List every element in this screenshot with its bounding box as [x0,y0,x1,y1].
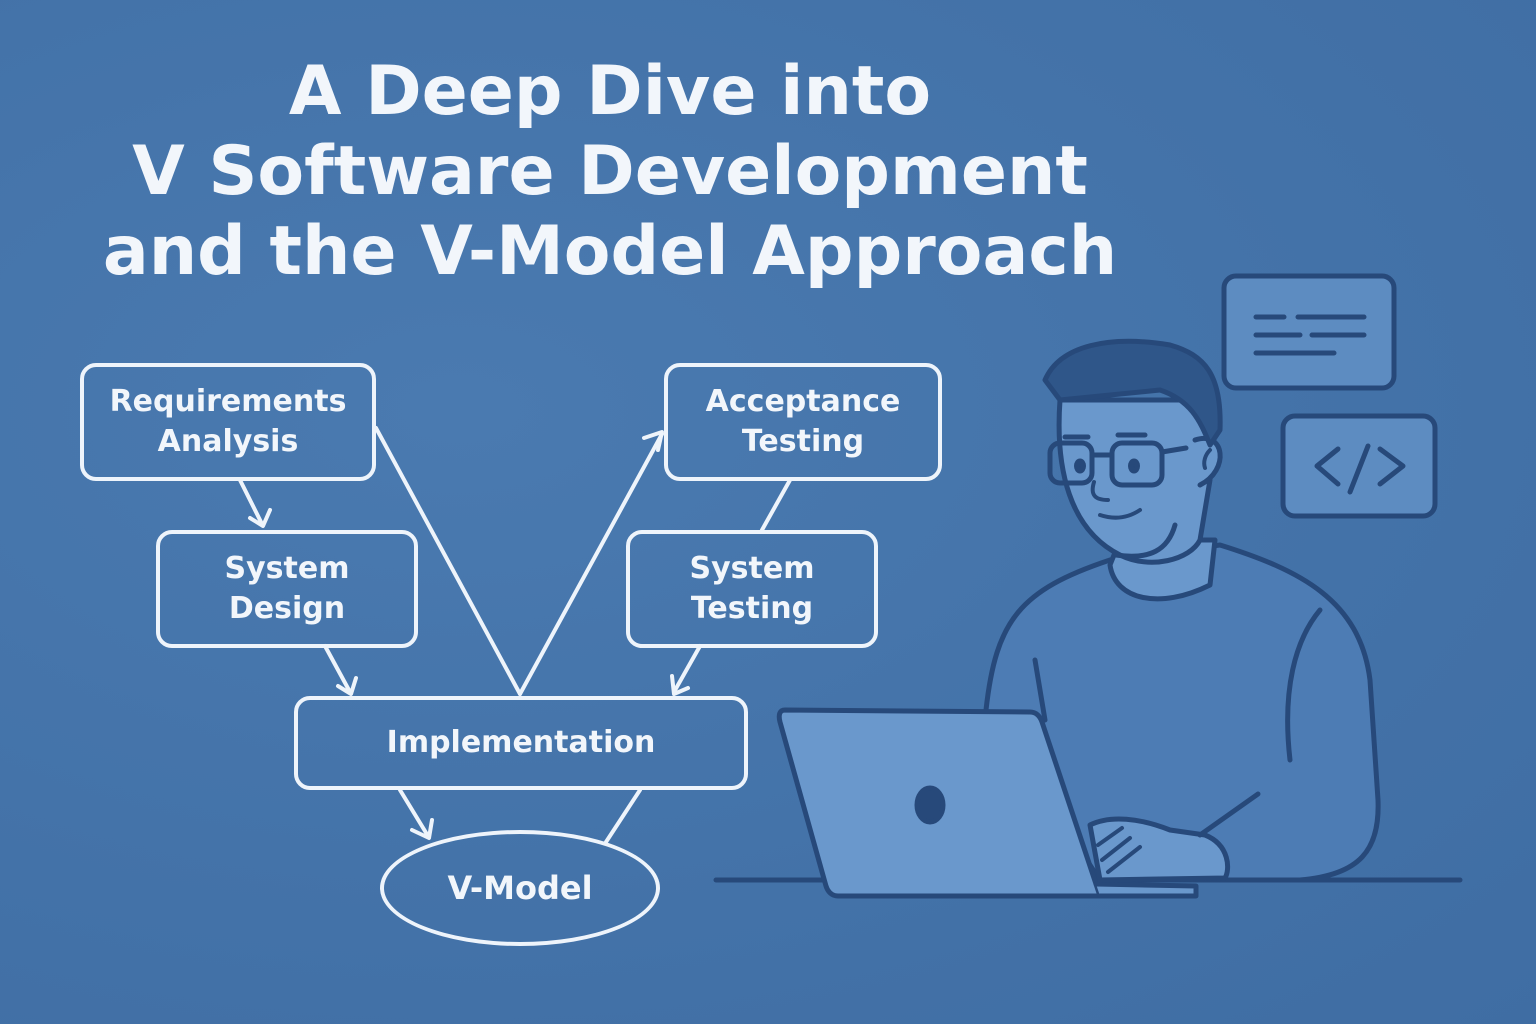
code-brackets-icon [1280,413,1438,519]
page-title: A Deep Dive into V Software Development … [60,52,1160,292]
node-acceptance-testing: Acceptance Testing [664,363,942,481]
node-label: Requirements [109,384,347,419]
node-label: Testing [690,591,814,626]
v-right-line [518,432,664,696]
person-head [1042,338,1223,565]
node-requirements-analysis: Requirements Analysis [80,363,376,481]
node-implementation: Implementation [294,696,748,790]
node-system-design: System Design [156,530,418,648]
title-line-2: V Software Development [132,132,1088,211]
node-label: Analysis [157,424,299,459]
person-hand [1087,791,1261,883]
node-v-model: V-Model [380,830,660,946]
laptop [776,707,1199,899]
node-system-testing: System Testing [626,530,878,648]
document-lines-icon [1221,273,1397,391]
node-label: Testing [741,424,865,459]
node-label: Acceptance [705,384,901,419]
node-label: System [224,551,350,586]
person-body [983,542,1381,883]
v-left-line [374,426,522,696]
node-label: System [689,551,815,586]
title-line-1: A Deep Dive into [288,52,932,131]
arrow-req-to-design [238,478,264,526]
node-label: Implementation [386,725,656,760]
node-label: V-Model [447,869,593,907]
title-line-3: and the V-Model Approach [102,212,1118,291]
node-label: Design [228,591,346,626]
